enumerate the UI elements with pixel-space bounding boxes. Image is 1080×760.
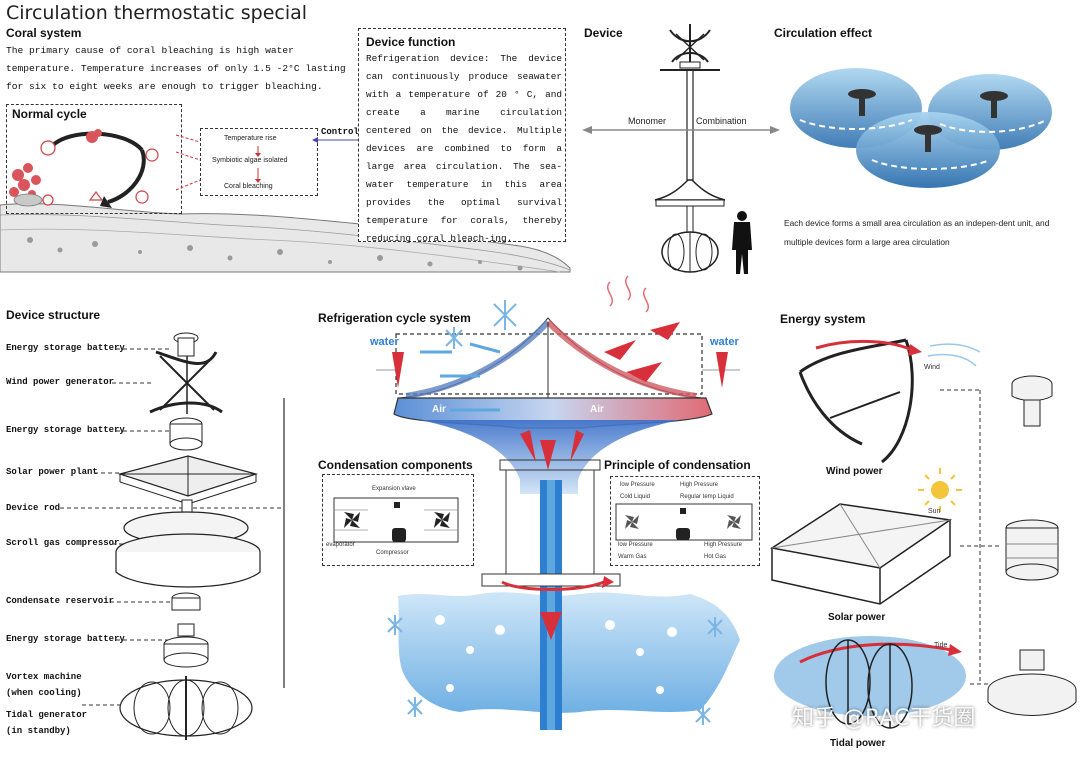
solar-power-label: Solar power xyxy=(828,612,886,623)
device-function-heading: Device function xyxy=(366,35,456,49)
combination-label: Combination xyxy=(696,116,747,126)
principle-heading: Principle of condensation xyxy=(604,458,751,472)
structure-label-device-rod: Device rod xyxy=(6,503,61,513)
evaporator-label: evaporator xyxy=(326,542,355,548)
device-function-text: Refrigeration device: The device can con… xyxy=(366,53,562,244)
expansion-valve-label: Expansion vlave xyxy=(372,486,416,492)
structure-label-energy-battery-2: Energy storage battery xyxy=(6,425,125,435)
circulation-effect-heading: Circulation effect xyxy=(774,26,873,40)
bleaching-flow-box xyxy=(200,128,318,196)
monomer-label: Monomer xyxy=(628,116,667,126)
condensation-components-heading: Condensation components xyxy=(318,458,473,472)
tide-label: Tide xyxy=(934,642,948,649)
circulation-effect-caption: Each device forms a small area circulati… xyxy=(784,218,1050,247)
structure-label-vortex-note: (when cooling) xyxy=(6,688,82,698)
coral-system-heading: Coral system xyxy=(6,26,82,40)
tidal-power-label: Tidal power xyxy=(830,738,886,749)
watermark: 知乎 @RAC干货圈 xyxy=(792,706,976,731)
low-pressure-bottom-label: low Pressure xyxy=(618,542,653,548)
low-pressure-top-label: low Pressure xyxy=(620,482,655,488)
page-title: Circulation thermostatic special xyxy=(6,2,308,24)
energy-system-heading: Energy system xyxy=(780,312,866,326)
structure-label-tidal-generator: Tidal generator xyxy=(6,710,88,720)
device-structure-heading: Device structure xyxy=(6,308,101,322)
high-pressure-top-label: High Pressure xyxy=(680,482,719,488)
structure-label-wind-generator: Wind power generator xyxy=(6,377,115,387)
normal-cycle-box xyxy=(6,104,182,214)
air-label-right: Air xyxy=(590,404,604,415)
structure-label-energy-battery-1: Energy storage battery xyxy=(6,343,125,353)
structure-label-condensate-reservoir: Condensate reservoir xyxy=(6,596,115,606)
water-label-right: water xyxy=(710,336,739,348)
device-heading: Device xyxy=(584,26,623,40)
warm-gas-label: Warm Gas xyxy=(618,554,647,560)
regular-liquid-label: Regular temp Liquid xyxy=(680,494,734,500)
normal-cycle-heading: Normal cycle xyxy=(12,107,87,121)
structure-label-scroll-compressor: Scroll gas compressor xyxy=(6,538,120,548)
structure-label-tidal-note: (in standby) xyxy=(6,726,71,736)
structure-label-energy-battery-3: Energy storage battery xyxy=(6,634,125,644)
coral-system-text: The primary cause of coral bleaching is … xyxy=(6,45,346,92)
refrigeration-heading: Refrigeration cycle system xyxy=(318,311,471,325)
wind-label: Wind xyxy=(924,364,940,371)
high-pressure-bottom-label: High Pressure xyxy=(704,542,743,548)
wind-power-label: Wind power xyxy=(826,466,883,477)
flow-step-3: Coral bleaching xyxy=(224,183,273,190)
device-function-box xyxy=(358,28,566,242)
structure-label-solar-plant: Solar power plant xyxy=(6,467,98,477)
hot-gas-label: Hot Gas xyxy=(704,554,727,560)
compressor-label: Compressor xyxy=(376,550,409,556)
sun-label: Sun xyxy=(928,508,941,515)
flow-step-2: Symbiotic algae isolated xyxy=(212,157,288,164)
water-label-left: water xyxy=(370,336,399,348)
flow-step-1: Temperature rise xyxy=(224,135,277,142)
structure-label-vortex-machine: Vortex machine xyxy=(6,672,82,682)
control-label: Control xyxy=(321,127,359,137)
cold-liquid-label: Cold Liquid xyxy=(620,494,651,500)
air-label-left: Air xyxy=(432,404,446,415)
